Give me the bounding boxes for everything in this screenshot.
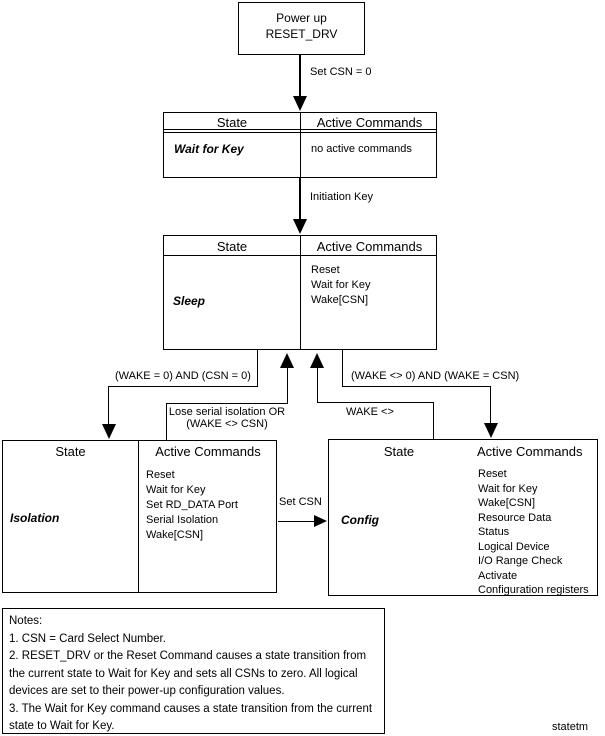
line-to-config xyxy=(342,386,491,387)
line-into-isolation xyxy=(108,386,109,425)
list-item: the current state to Wait for Key and se… xyxy=(9,667,358,680)
line-from-isolation xyxy=(166,403,288,404)
list-item: Wake[CSN] xyxy=(311,294,369,306)
list-item: state to Wait for Key. xyxy=(9,720,115,732)
list-item: Set RD_DATA Port xyxy=(146,499,238,511)
line-config-exit-top xyxy=(433,402,434,439)
list-item: 3. The Wait for Key command causes a sta… xyxy=(9,702,373,715)
list-item: Status xyxy=(478,526,510,538)
column-divider xyxy=(138,441,139,592)
list-item: Logical Device xyxy=(478,540,550,553)
list-item: Wake[CSN] xyxy=(478,497,536,509)
header-active-commands: Active Commands xyxy=(477,444,583,459)
label-set-csn-0: Set CSN = 0 xyxy=(310,66,372,78)
header-state: State xyxy=(216,115,248,130)
list-item: no active commands xyxy=(311,143,412,155)
arrowhead-up-icon xyxy=(280,353,294,368)
arrowhead-up-icon xyxy=(310,353,324,368)
label-lose-serial-line2: (WAKE <> CSN) xyxy=(186,418,268,430)
line-sleep-exit-right xyxy=(342,350,343,387)
list-item: Wait for Key xyxy=(146,484,206,496)
powerup-title: Power up xyxy=(276,11,327,25)
list-item: Activate xyxy=(478,569,518,582)
label-lose-serial-line1: Lose serial isolation OR xyxy=(168,406,286,418)
label-initiation-key: Initiation Key xyxy=(310,191,373,203)
list-item: Wait for Key xyxy=(311,279,371,291)
header-active-commands: Active Commands xyxy=(316,239,423,254)
header-active-commands: Active Commands xyxy=(155,444,261,459)
header-active-commands: Active Commands xyxy=(316,115,423,130)
powerup-reset-drv: RESET_DRV xyxy=(265,27,338,41)
state-name-config: Config xyxy=(341,513,379,527)
column-divider xyxy=(300,236,301,349)
arrowhead-down-icon xyxy=(293,219,307,234)
list-item: 2. RESET_DRV or the Reset Command causes… xyxy=(9,650,367,662)
list-item: Reset xyxy=(478,468,507,480)
line-into-sleep-left xyxy=(287,367,288,403)
line-to-isolation xyxy=(108,386,258,387)
state-name-isolation: Isolation xyxy=(10,511,60,525)
state-name-sleep: Sleep xyxy=(173,294,206,308)
arrowhead-down-icon xyxy=(102,424,116,439)
notes-box: Notes: 1. CSN = Card Select Number. 2. RES… xyxy=(2,608,385,734)
column-divider xyxy=(300,113,301,177)
label-set-csn: Set CSN xyxy=(279,496,322,508)
list-item: Notes: xyxy=(9,615,43,627)
list-item: devices are set to their power-up config… xyxy=(9,685,285,697)
line-sleep-exit-left xyxy=(257,350,258,387)
header-separator-line xyxy=(164,132,436,133)
header-state: State xyxy=(383,444,415,459)
list-item: Wait for Key xyxy=(478,482,538,495)
list-item: 1. CSN = Card Select Number. xyxy=(9,632,166,645)
header-separator-line xyxy=(164,255,436,256)
line-from-config xyxy=(317,402,434,403)
footer-label: statetm xyxy=(552,721,589,733)
line-into-sleep-right xyxy=(317,367,318,403)
waitforkey-table: State Active Commands Wait for Key no ac… xyxy=(163,112,437,178)
header-separator-line xyxy=(164,129,436,130)
line-isolation-exit-top xyxy=(166,403,167,440)
state-name-wait-for-key: Wait for Key xyxy=(174,142,244,156)
list-item: Reset xyxy=(146,469,175,481)
list-item: Configuration registers xyxy=(478,584,589,596)
list-item: I/O Range Check xyxy=(478,555,563,567)
command-list: no active commands xyxy=(311,142,412,157)
powerup-box: Power up RESET_DRV xyxy=(238,2,365,55)
line-into-config xyxy=(490,386,491,424)
arrowhead-right-icon xyxy=(314,515,327,527)
label-lose-serial-isolation: Lose serial isolation OR (WAKE <> CSN) xyxy=(160,406,294,430)
list-item: Serial Isolation xyxy=(146,514,219,526)
arrowhead-down-icon xyxy=(484,423,498,438)
arrowhead-down-icon xyxy=(293,96,307,111)
arrow-powerup-to-waitforkey xyxy=(299,54,301,98)
label-wakene0-wakecsn: (WAKE <> 0) AND (WAKE = CSN) xyxy=(351,370,520,382)
label-wake-ne: WAKE <> xyxy=(346,406,394,418)
arrow-waitforkey-to-sleep xyxy=(299,178,301,220)
label-wake0-csn0: (WAKE = 0) AND (CSN = 0) xyxy=(115,370,251,382)
list-item: Resource Data xyxy=(478,511,552,524)
list-item: Reset xyxy=(311,264,340,276)
list-item: Wake[CSN] xyxy=(146,529,204,541)
header-state: State xyxy=(216,239,248,254)
header-state: State xyxy=(55,444,86,459)
line-isolation-to-config xyxy=(278,521,315,522)
